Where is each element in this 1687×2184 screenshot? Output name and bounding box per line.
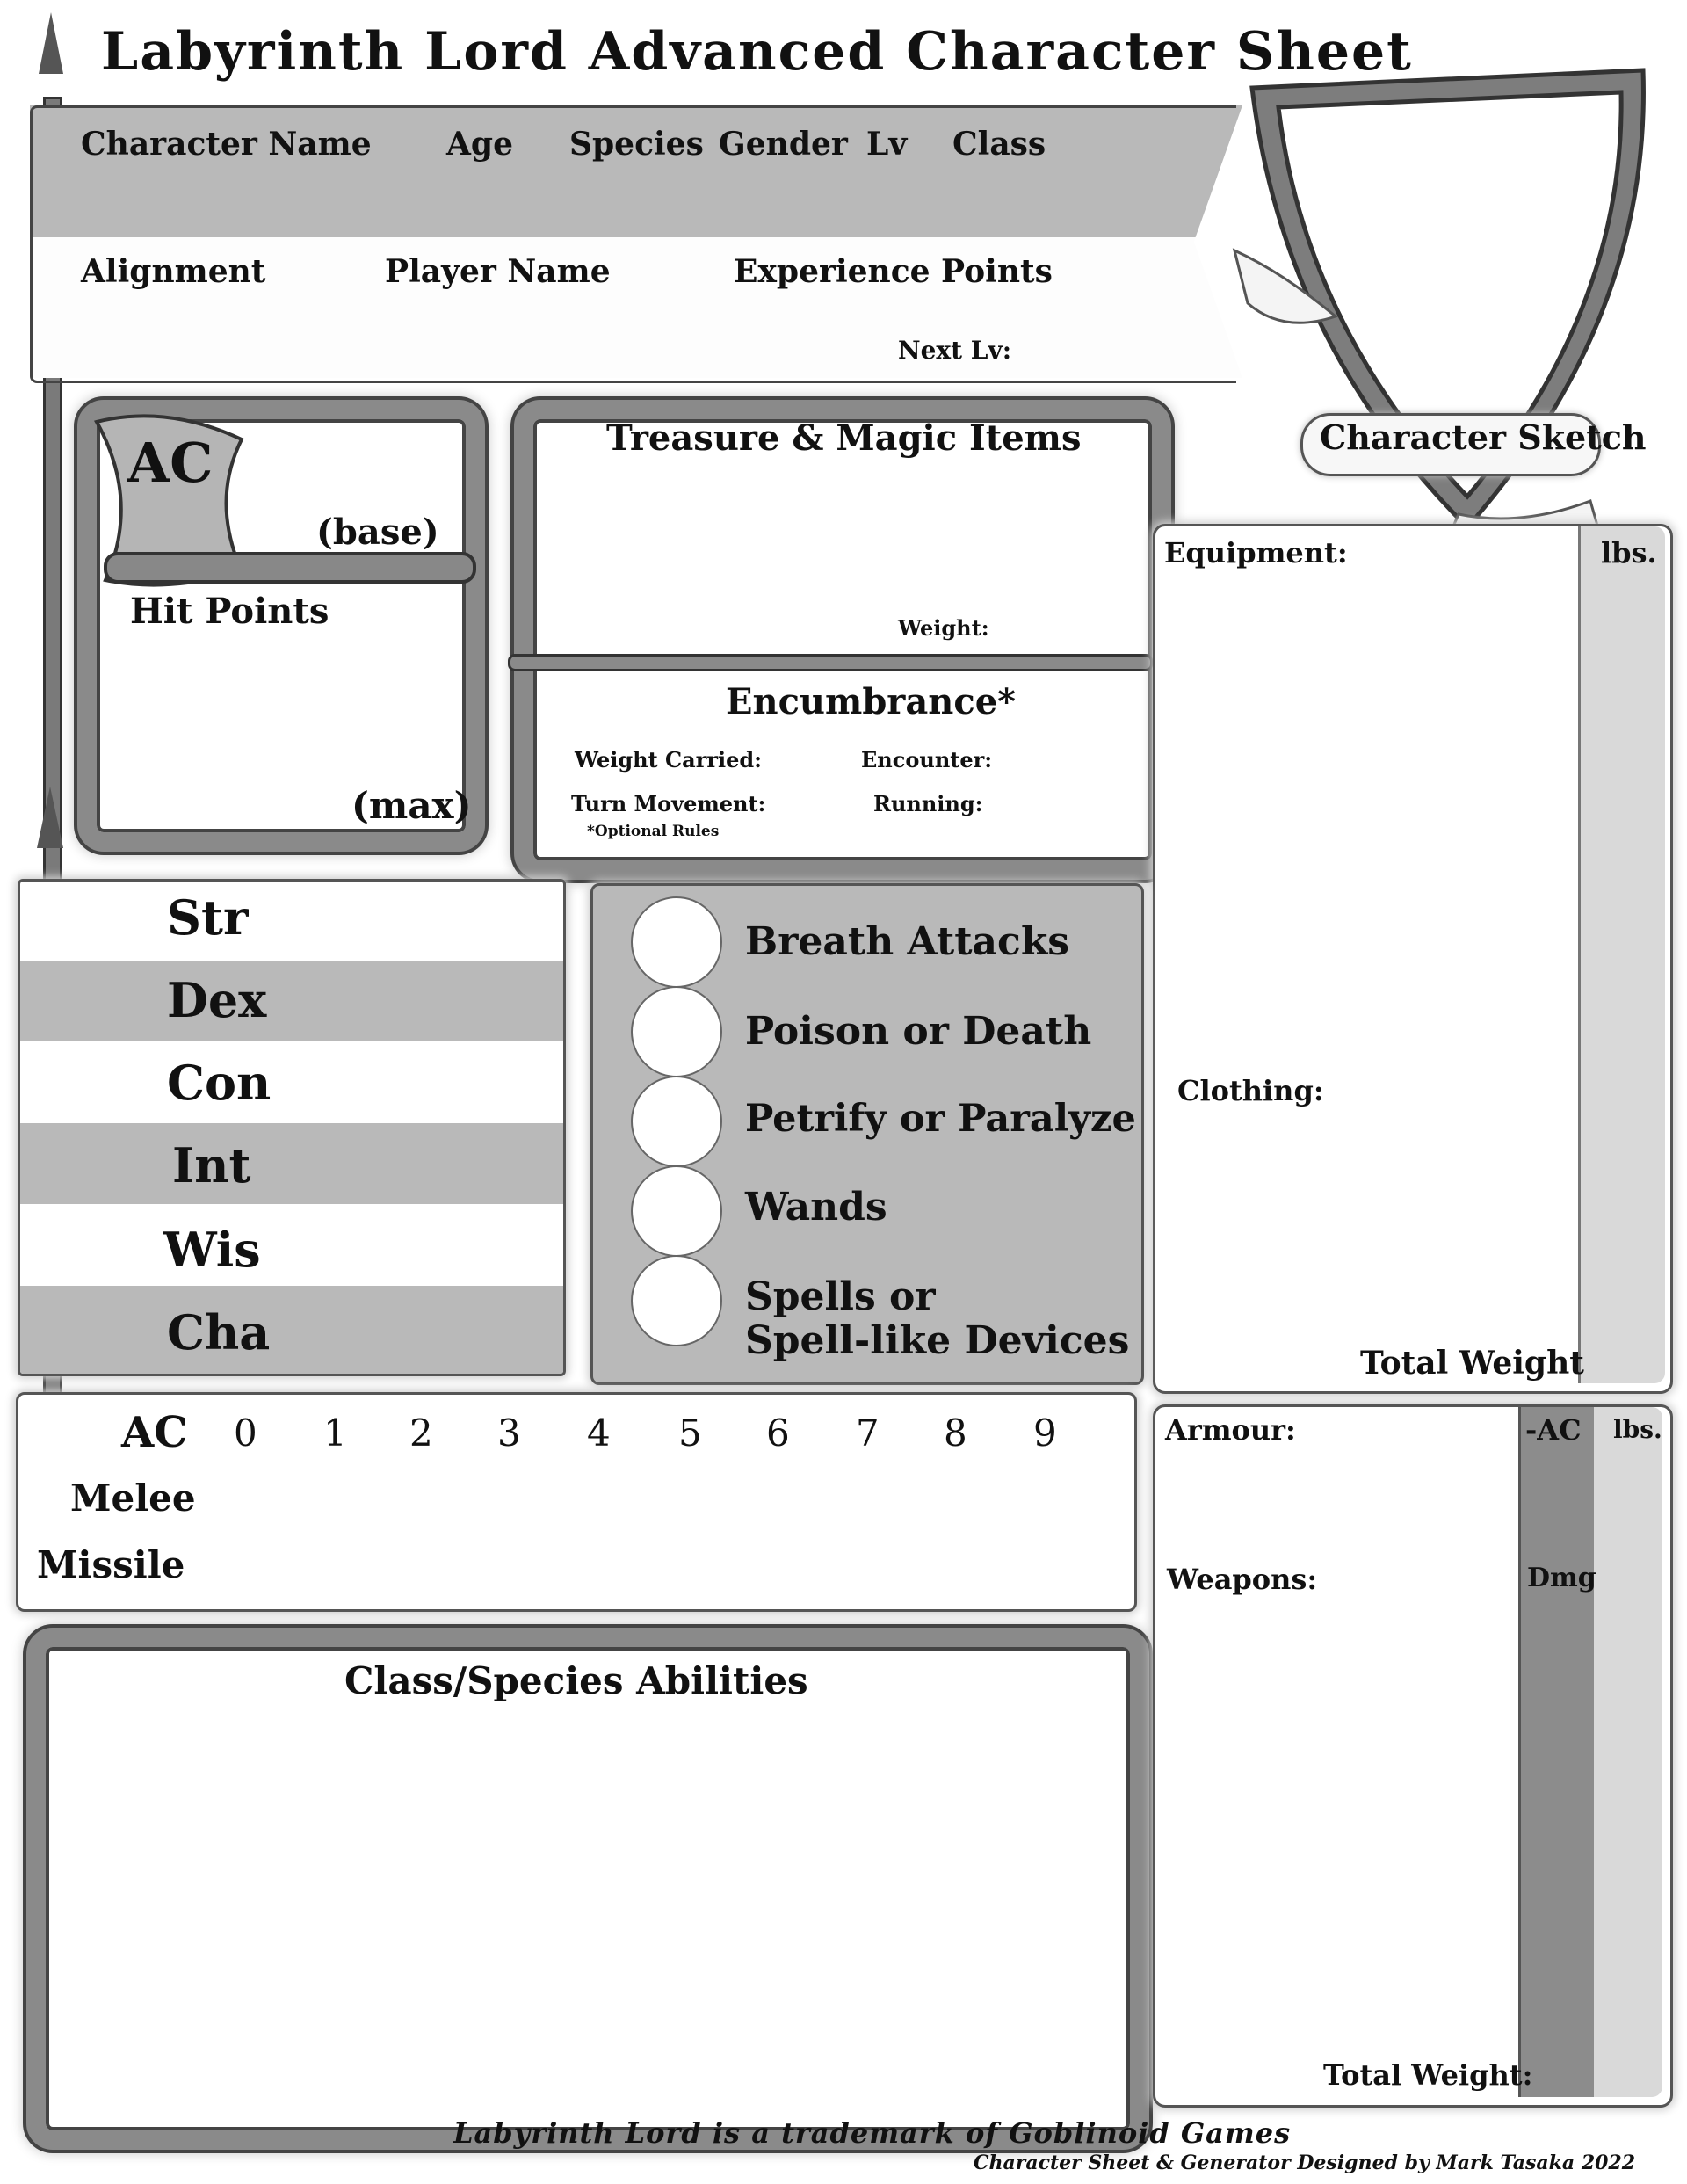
gender-label: Gender <box>719 126 848 163</box>
ability-int: Int <box>172 1137 251 1194</box>
armour-lbs-label: lbs. <box>1613 1415 1662 1444</box>
save-petrify-label: Petrify or Paralyze <box>745 1097 1136 1141</box>
ac-label: AC <box>127 431 214 495</box>
ac-col-7: 7 <box>856 1411 880 1455</box>
ac-col-6: 6 <box>766 1411 790 1455</box>
player-name-label: Player Name <box>385 253 611 290</box>
ac-col-9: 9 <box>1033 1411 1057 1455</box>
missile-label: Missile <box>37 1543 185 1586</box>
trademark-footer: Labyrinth Lord is a trademark of Goblino… <box>453 2116 1292 2150</box>
ability-dex: Dex <box>167 972 267 1028</box>
save-poison-circle[interactable] <box>631 986 722 1077</box>
class-abilities-title: Class/Species Abilities <box>344 1659 808 1702</box>
ability-scores-flag <box>18 879 566 1376</box>
hit-points-label: Hit Points <box>130 591 329 632</box>
treasure-weight-label: Weight: <box>898 615 989 641</box>
ability-con: Con <box>167 1055 272 1111</box>
next-level-label: Next Lv: <box>898 336 1012 365</box>
equipment-total-weight-label: Total Weight <box>1360 1345 1584 1382</box>
save-spells-circle[interactable] <box>631 1255 722 1346</box>
clothing-label: Clothing: <box>1177 1074 1324 1107</box>
save-spells-label: Spells or <box>745 1274 936 1319</box>
ac-col-8: 8 <box>944 1411 967 1455</box>
weapon-damage-label: Dmg <box>1527 1563 1596 1593</box>
armour-ac-column <box>1518 1407 1599 2097</box>
ability-str: Str <box>167 889 249 946</box>
armour-lbs-column <box>1594 1407 1662 2097</box>
hp-max-label: (max) <box>351 784 472 827</box>
experience-points-label: Experience Points <box>734 253 1053 290</box>
melee-label: Melee <box>70 1477 196 1520</box>
save-spell-devices-label: Spell-like Devices <box>745 1318 1130 1363</box>
class-label: Class <box>952 126 1046 163</box>
armour-total-weight-label: Total Weight: <box>1323 2058 1533 2092</box>
armour-ac-label: -AC <box>1525 1413 1582 1447</box>
treasure-divider <box>508 654 1153 671</box>
treasure-title: Treasure & Magic Items <box>606 417 1082 459</box>
level-label: Lv <box>866 126 908 163</box>
age-label: Age <box>446 126 514 163</box>
save-wands-label: Wands <box>745 1185 887 1230</box>
character-sketch-scroll <box>1300 413 1601 476</box>
alignment-label: Alignment <box>81 253 266 290</box>
ac-col-0: 0 <box>234 1411 257 1455</box>
equipment-label: Equipment: <box>1164 536 1348 570</box>
class-abilities-frame <box>26 1628 1149 2150</box>
ac-col-1: 1 <box>323 1411 347 1455</box>
ac-col-4: 4 <box>587 1411 611 1455</box>
character-banner <box>30 105 1242 378</box>
spear-tip-lower <box>37 787 63 848</box>
turn-movement-label: Turn Movement: <box>571 791 766 816</box>
attack-ac-label: AC <box>121 1408 188 1457</box>
save-poison-label: Poison or Death <box>745 1009 1092 1054</box>
attack-matrix-panel <box>16 1392 1137 1612</box>
running-label: Running: <box>873 791 983 816</box>
species-label: Species <box>569 126 704 163</box>
save-breath-label: Breath Attacks <box>745 919 1070 964</box>
encounter-label: Encounter: <box>861 747 993 773</box>
armour-label: Armour: <box>1165 1413 1296 1447</box>
weight-carried-label: Weight Carried: <box>575 747 763 773</box>
character-sketch-label: Character Sketch <box>1320 417 1647 457</box>
character-name-label: Character Name <box>81 126 372 163</box>
encumbrance-title: Encumbrance* <box>726 681 1017 722</box>
save-petrify-circle[interactable] <box>631 1076 722 1167</box>
save-wands-circle[interactable] <box>631 1165 722 1257</box>
ac-col-3: 3 <box>497 1411 521 1455</box>
axe-icon <box>93 414 476 587</box>
ac-col-2: 2 <box>409 1411 433 1455</box>
spear-tip-top <box>39 12 63 74</box>
equipment-lbs-label: lbs. <box>1601 536 1657 570</box>
weapons-label: Weapons: <box>1167 1563 1318 1596</box>
optional-rules-note: *Optional Rules <box>587 823 720 840</box>
ac-base-label: (base) <box>316 512 439 553</box>
save-breath-circle[interactable] <box>631 896 722 988</box>
treasure-frame <box>514 400 1171 880</box>
ability-cha: Cha <box>167 1304 271 1360</box>
designer-credit: Character Sheet & Generator Designed by … <box>974 2151 1636 2174</box>
ability-wis: Wis <box>163 1222 261 1278</box>
sheet-title: Labyrinth Lord Advanced Character Sheet <box>101 21 1413 83</box>
equipment-lbs-column <box>1578 526 1665 1383</box>
ac-col-5: 5 <box>678 1411 702 1455</box>
